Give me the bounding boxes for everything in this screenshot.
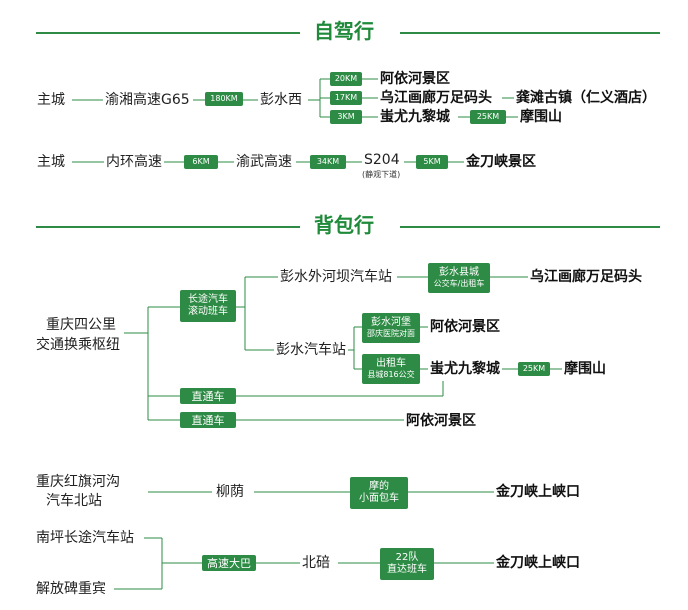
route1-hub: 彭水西 xyxy=(260,92,302,108)
station-a-transport-tag: 彭水县城 公交车/出租车 xyxy=(428,263,490,293)
route2-road3: S204 xyxy=(364,152,400,168)
route3-destination: 金刀峡上峡口 xyxy=(496,484,580,500)
route4-direct-bus-tag: 22队 直达班车 xyxy=(380,548,434,580)
route2-destination: 金刀峡景区 xyxy=(466,154,536,170)
route2-distance3-badge: 5KM xyxy=(416,155,448,169)
branch2-distance-badge: 17KM xyxy=(330,91,362,105)
route1-highway: 渝湘高速G65 xyxy=(105,92,190,108)
branch3-distance-badge: 3KM xyxy=(330,110,362,124)
section-title-backpack: 背包行 xyxy=(314,213,374,237)
station-b-destination-1: 阿依河景区 xyxy=(430,319,500,335)
branch1-distance-badge: 20KM xyxy=(330,72,362,86)
route2-road3-note: (静观下道) xyxy=(362,170,401,179)
route2-distance1-badge: 6KM xyxy=(184,155,218,169)
station-a-destination: 乌江画廊万足码头 xyxy=(530,269,642,285)
route4-destination: 金刀峡上峡口 xyxy=(496,555,580,571)
route3-origin-line2: 汽车北站 xyxy=(46,493,102,509)
station-b-tag-2: 出租车 县城816公交 xyxy=(362,354,420,384)
hub-name-line1: 重庆四公里 xyxy=(46,317,116,333)
station-b-tag-1: 彭水河堡 邵庆医院对面 xyxy=(362,313,420,343)
route4-express-bus-tag: 高速大巴 xyxy=(202,555,256,571)
branch2-destination: 乌江画廊万足码头 xyxy=(380,90,492,106)
direct-car-tag-2: 直通车 xyxy=(180,412,236,428)
route3-transport-tag: 摩的 小面包车 xyxy=(350,477,408,509)
route2-origin: 主城 xyxy=(37,154,65,170)
long-distance-bus-tag: 长途汽车 滚动班车 xyxy=(180,290,236,322)
direct-car-tag-1: 直通车 xyxy=(180,388,236,404)
station-b-destination-3: 摩围山 xyxy=(564,361,606,377)
route4-origin-2: 解放碑重宾 xyxy=(36,581,106,597)
hub-name-line2: 交通换乘枢纽 xyxy=(36,337,120,353)
branch3-destination: 蚩尤九黎城 xyxy=(380,109,450,125)
route2-distance2-badge: 34KM xyxy=(310,155,346,169)
station-b-distance-badge: 25KM xyxy=(518,362,550,376)
route4-origin-1: 南坪长途汽车站 xyxy=(36,530,134,546)
route4-via: 北碚 xyxy=(302,555,330,571)
section-title-self-drive: 自驾行 xyxy=(314,19,374,43)
direct-car-destination: 阿依河景区 xyxy=(406,413,476,429)
branch3-next-distance-badge: 25KM xyxy=(470,110,506,124)
branch3-next-destination: 摩围山 xyxy=(520,109,562,125)
route1-distance-badge: 180KM xyxy=(205,92,243,106)
route3-via: 柳荫 xyxy=(216,484,244,500)
route2-road1: 内环高速 xyxy=(106,154,162,170)
route3-origin-line1: 重庆红旗河沟 xyxy=(36,474,120,490)
station-b-destination-2: 蚩尤九黎城 xyxy=(430,361,500,377)
station-b: 彭水汽车站 xyxy=(276,342,346,358)
branch2-next-destination: 龚滩古镇（仁义酒店） xyxy=(516,90,656,106)
route1-origin: 主城 xyxy=(37,92,65,108)
station-a: 彭水外河坝汽车站 xyxy=(280,269,392,285)
branch1-destination: 阿依河景区 xyxy=(380,71,450,87)
route2-road2: 渝武高速 xyxy=(236,154,292,170)
